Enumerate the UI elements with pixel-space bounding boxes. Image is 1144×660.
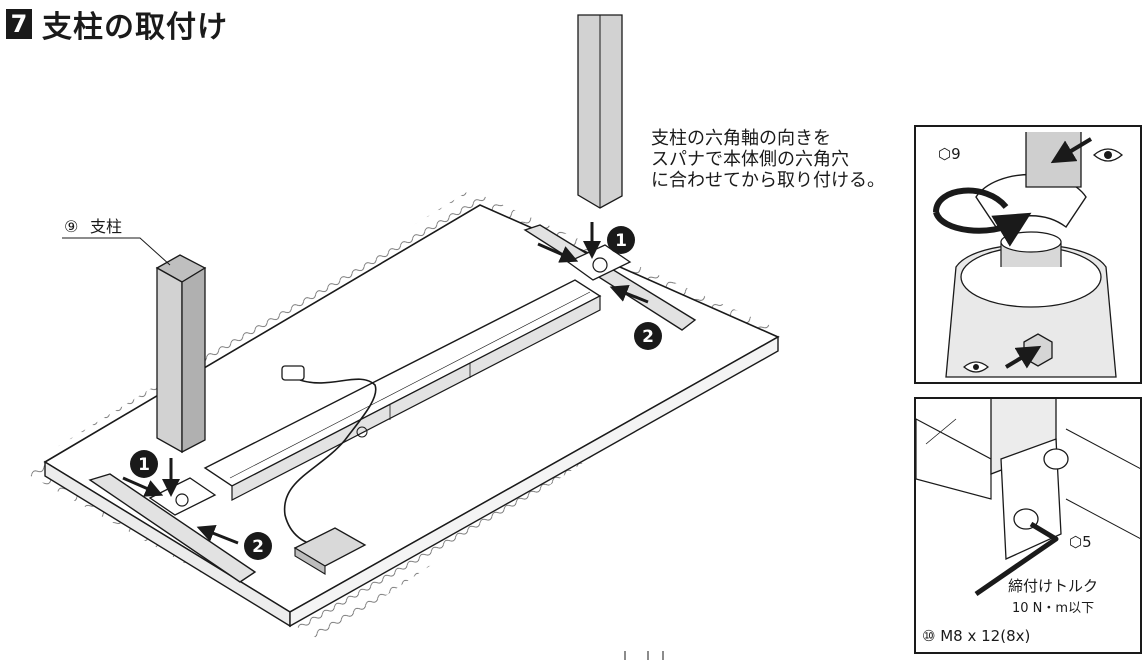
- instruction-text: 支柱の六角軸の向きを スパナで本体側の六角穴 に合わせてから取り付ける。: [651, 128, 885, 191]
- pillar-part-label: 支柱: [90, 217, 122, 236]
- instruction-line-1: 支柱の六角軸の向きを: [651, 128, 831, 149]
- left-pillar: [155, 254, 207, 454]
- torque-label: 締付けトルク: [1008, 577, 1099, 595]
- step-heading: 支柱の取付け: [42, 10, 228, 45]
- marker-1-right: 1: [607, 226, 635, 254]
- push-arrow-right-1: [537, 242, 579, 263]
- bolt-part-spec: M8 x 12(8x): [940, 627, 1031, 645]
- hex-nut-icon: ⬡: [938, 145, 952, 163]
- left-foot: [88, 473, 257, 583]
- push-arrow-left-1: [122, 476, 164, 497]
- svg-text:2: 2: [252, 537, 264, 557]
- bolt-part-number: ⑩: [922, 627, 936, 645]
- hex-key-icon: ⬡: [1069, 533, 1083, 551]
- marker-2-right: 2: [634, 322, 662, 350]
- pillar-part-number: ⑨: [64, 217, 78, 236]
- push-arrow-right-2: [609, 284, 649, 304]
- torque-value: 10 N・m以下: [1012, 601, 1095, 616]
- right-pillar: [577, 14, 623, 209]
- bolt-detail-drawing: [916, 399, 1140, 597]
- wrench-size-label: ⬡9: [938, 145, 961, 163]
- marker-1-left: 1: [130, 450, 158, 478]
- assembly-diagram: 1 2 1 2 ⑨ 支柱: [20, 14, 780, 660]
- step-number-badge: 7: [6, 9, 32, 39]
- instruction-line-3: に合わせてから取り付ける。: [651, 170, 885, 191]
- svg-text:2: 2: [642, 327, 654, 347]
- control-box: [293, 527, 367, 575]
- step-title: 7 支柱の取付け: [6, 2, 228, 46]
- svg-text:1: 1: [615, 231, 627, 251]
- eye-icon: [1093, 148, 1123, 162]
- bolt-spec-label: ⑩ M8 x 12(8x): [922, 627, 1030, 645]
- pillar-callout: ⑨ 支柱: [62, 217, 171, 266]
- detail-wrench-alignment: ⬡9: [914, 125, 1142, 384]
- trim-marks: [624, 651, 664, 660]
- wrench-detail-drawing: [933, 132, 1123, 378]
- motor-cable: [281, 365, 377, 546]
- eye-icon-bottom: [963, 361, 989, 373]
- push-arrow-left-2: [196, 524, 239, 545]
- frame-crossbar: [203, 279, 602, 501]
- hex-key-size-label: ⬡5: [1069, 533, 1092, 551]
- marker-2-left: 2: [244, 532, 272, 560]
- instruction-line-2: スパナで本体側の六角穴: [651, 149, 849, 170]
- svg-text:1: 1: [138, 455, 150, 475]
- detail-bolt-fixing: ⬡5 締付けトルク 10 N・m以下 ⑩ M8 x 12(8x): [914, 397, 1142, 654]
